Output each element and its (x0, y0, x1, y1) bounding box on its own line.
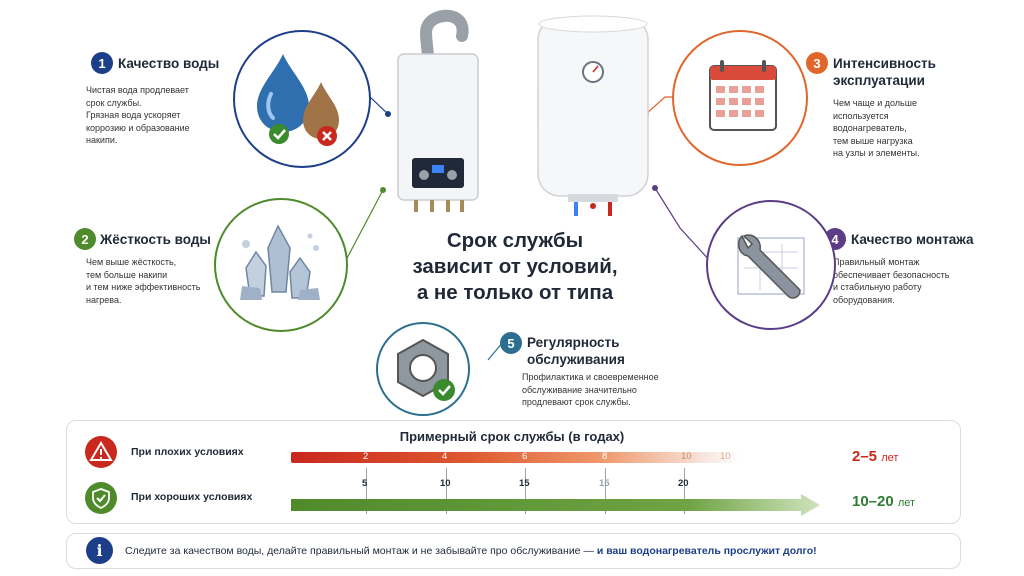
water-drops-icon (257, 54, 339, 146)
good-conditions-label: При хороших условиях (131, 491, 253, 503)
bad-tick: 8 (602, 451, 608, 462)
good-tick: 15 (519, 478, 530, 489)
crystal-icon (240, 224, 320, 300)
factor-1-number: 1 (91, 52, 113, 74)
electric-boiler-image (537, 15, 649, 216)
bad-tick: 6 (522, 451, 528, 462)
bad-tick: 2 (363, 451, 369, 462)
bad-tick: 4 (442, 451, 448, 462)
usage-intensity-circle (672, 30, 808, 166)
nut-check-icon (397, 338, 455, 401)
good-conditions-arrow (291, 494, 820, 516)
warning-icon (85, 436, 117, 468)
tip-text: Следите за качеством воды, делайте прави… (125, 545, 817, 557)
bad-tick: 10 (681, 451, 692, 462)
shield-icon (85, 482, 117, 514)
good-tick: 15 (599, 478, 610, 489)
bad-conditions-label: При плохих условиях (131, 446, 244, 458)
factor-2-number: 2 (74, 228, 96, 250)
factor-4-title: Качество монтажа (851, 232, 974, 247)
factor-5-number: 5 (500, 332, 522, 354)
tip-box (66, 533, 961, 569)
bad-tick-end: 10 (720, 451, 731, 462)
tick-line (366, 468, 367, 514)
wrench-icon (737, 234, 805, 299)
good-tick: 20 (678, 478, 689, 489)
bad-range: 2–5 лет (852, 448, 899, 465)
installation-quality-circle (706, 200, 836, 330)
tick-line (525, 468, 526, 514)
lifespan-title: Примерный срок службы (в годах) (399, 429, 625, 444)
good-range: 10–20 лет (852, 493, 916, 510)
bad-conditions-bar (291, 452, 739, 463)
factor-1-title: Качество воды (118, 56, 220, 71)
tick-line (605, 468, 606, 514)
good-tick: 10 (440, 478, 451, 489)
gas-water-heater-image (397, 9, 479, 212)
info-icon: i (86, 537, 113, 564)
tick-line (446, 468, 447, 514)
tick-line (684, 468, 685, 514)
good-tick: 5 (362, 478, 368, 489)
water-hardness-circle (214, 198, 348, 332)
maintenance-circle (376, 322, 470, 416)
calendar-icon (709, 60, 777, 131)
water-quality-circle (233, 30, 371, 168)
factor-3-number: 3 (806, 52, 828, 74)
factor-2-title: Жёсткость воды (100, 232, 211, 247)
